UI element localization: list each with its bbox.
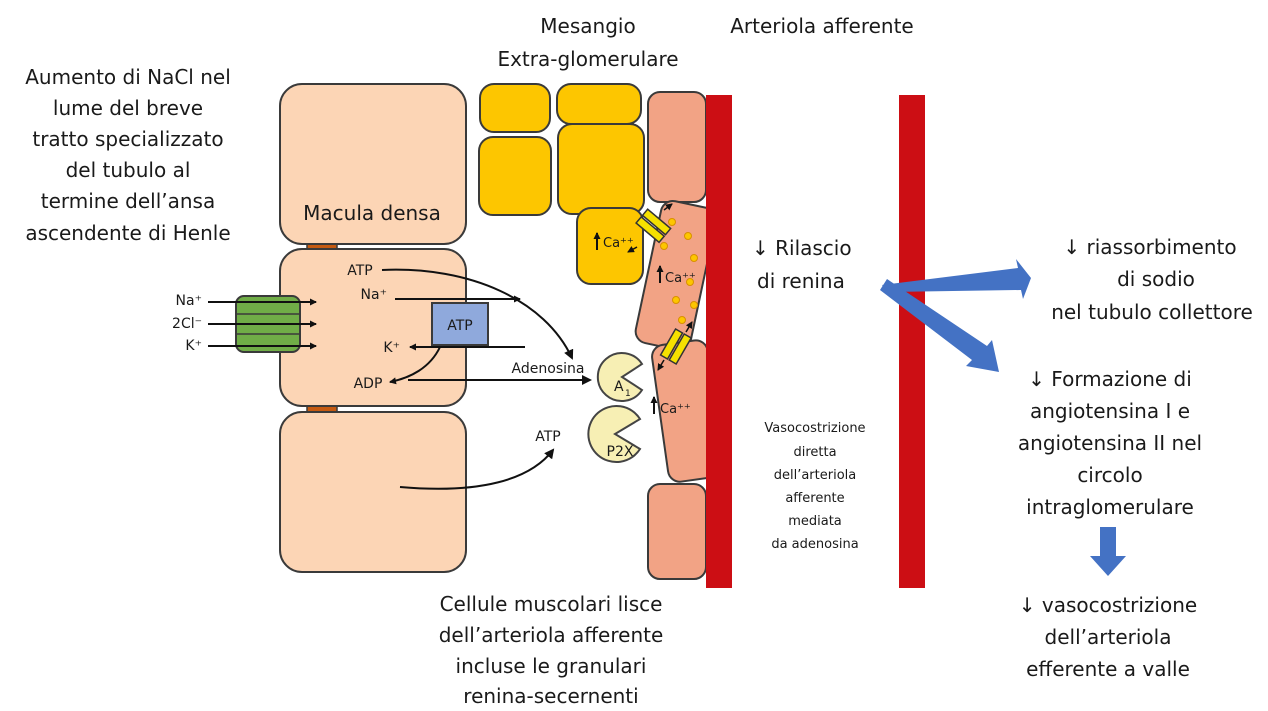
cellule-muscolari-caption: Cellule muscolari lisce dell’arteriola a… [439, 592, 664, 707]
svg-text:renina-secernenti: renina-secernenti [463, 684, 638, 707]
smooth-muscle-cell-bottom [648, 484, 706, 579]
afferent-wall-left [706, 95, 732, 588]
renin-granule [679, 317, 686, 324]
macula-densa-cell-bottom [280, 412, 466, 572]
renin-granule [661, 243, 668, 250]
atp-lower-label: ATP [535, 429, 560, 445]
svg-text:mediata: mediata [788, 514, 842, 529]
afferent-wall-right [899, 95, 925, 588]
svg-text:efferente a valle: efferente a valle [1026, 657, 1190, 681]
svg-text:angiotensina II nel: angiotensina II nel [1018, 431, 1202, 455]
mesangio-label: Mesangio [540, 14, 635, 38]
svg-text:diretta: diretta [793, 445, 836, 460]
lower-ca-label: Ca⁺⁺ [660, 402, 691, 417]
adp-label: ADP [354, 376, 383, 392]
renin-granule [691, 255, 698, 262]
svg-text:tratto specializzato: tratto specializzato [32, 127, 223, 151]
svg-text:circolo: circolo [1077, 463, 1142, 487]
p2x-receptor-label: P2X [607, 444, 634, 460]
svg-text:dell’arteriola: dell’arteriola [774, 468, 857, 483]
renin-granule [685, 233, 692, 240]
svg-text:Vasocostrizione: Vasocostrizione [764, 421, 865, 436]
k-inner-label: K⁺ [383, 340, 400, 356]
renin-granule [691, 302, 698, 309]
svg-text:ascendente di Henle: ascendente di Henle [25, 221, 230, 245]
na-ion-label: Na⁺ [176, 293, 202, 309]
svg-text:dell’arteriola: dell’arteriola [1045, 625, 1172, 649]
rilascio-line-1: ↓ Rilascio [752, 236, 852, 260]
blue-arrow-down [1090, 527, 1126, 576]
mes-ca-label: Ca⁺⁺ [603, 236, 634, 251]
svg-text:incluse le granulari: incluse le granulari [456, 654, 647, 678]
a1-receptor-subscript: 1 [625, 389, 631, 399]
vasocostrizione-efferente-text: ↓ vasocostrizione dell’arteriola efferen… [1019, 593, 1197, 681]
formazione-text: ↓ Formazione di angiotensina I e angiote… [1018, 367, 1202, 519]
svg-text:↓ vasocostrizione: ↓ vasocostrizione [1019, 593, 1197, 617]
svg-text:dell’arteriola afferente: dell’arteriola afferente [439, 623, 664, 647]
svg-text:afferente: afferente [785, 491, 844, 506]
arteriola-afferente-label: Arteriola afferente [730, 14, 914, 38]
svg-text:Cellule muscolari lisce: Cellule muscolari lisce [440, 592, 663, 616]
renin-granule [673, 297, 680, 304]
svg-text:intraglomerulare: intraglomerulare [1026, 495, 1194, 519]
svg-text:lume del breve: lume del breve [53, 96, 203, 120]
renin-granule [669, 219, 676, 226]
aumento-nacl-text: Aumento di NaCl nel lume del breve tratt… [25, 65, 231, 245]
pump-atp-label: ATP [447, 318, 472, 334]
svg-text:di sodio: di sodio [1117, 267, 1195, 291]
svg-text:↓ Formazione di: ↓ Formazione di [1028, 367, 1192, 391]
svg-text:angiotensina I e: angiotensina I e [1030, 399, 1190, 423]
vasocostrizione-text: Vasocostrizione diretta dell’arteriola a… [764, 421, 865, 552]
riassorbimento-text: ↓ riassorbimento di sodio nel tubulo col… [1051, 235, 1253, 324]
svg-text:termine dell’ansa: termine dell’ansa [41, 189, 215, 213]
svg-text:del tubulo al: del tubulo al [66, 158, 191, 182]
atp-top-label: ATP [347, 263, 372, 279]
a1-receptor-label: A [614, 379, 624, 395]
adenosina-label: Adenosina [512, 361, 585, 377]
svg-text:↓ riassorbimento: ↓ riassorbimento [1063, 235, 1236, 259]
mesangial-cell-2 [557, 84, 641, 124]
mesangial-cell-1 [480, 84, 550, 132]
smooth-muscle-cell-top [648, 92, 706, 202]
svg-text:da adenosina: da adenosina [771, 537, 858, 552]
mesangial-cell-4 [558, 124, 644, 214]
blue-arrow-formazione [880, 279, 999, 372]
k-ion-label: K⁺ [185, 338, 202, 354]
macula-densa-label: Macula densa [303, 201, 441, 225]
svg-text:Aumento di NaCl nel: Aumento di NaCl nel [25, 65, 231, 89]
mesangial-cell-3 [479, 137, 551, 215]
extra-glomerulare-label: Extra-glomerulare [497, 47, 678, 71]
rilascio-line-2: di renina [757, 269, 845, 293]
cl-ion-label: 2Cl⁻ [172, 316, 202, 332]
upper-ca-label: Ca⁺⁺ [665, 271, 696, 286]
na-inner-label: Na⁺ [361, 287, 387, 303]
svg-text:nel tubulo collettore: nel tubulo collettore [1051, 300, 1253, 324]
